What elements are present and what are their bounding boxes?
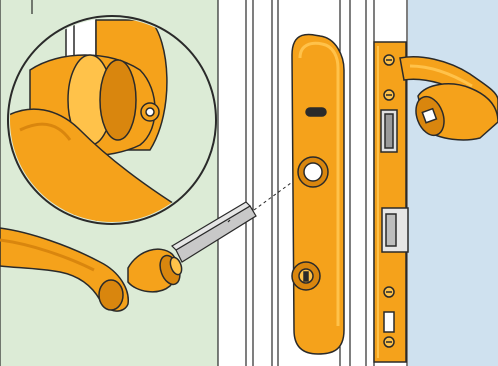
escutcheon-plate: [292, 34, 344, 354]
exterior-wall: [408, 0, 498, 366]
mortise-faceplate: [374, 42, 408, 362]
